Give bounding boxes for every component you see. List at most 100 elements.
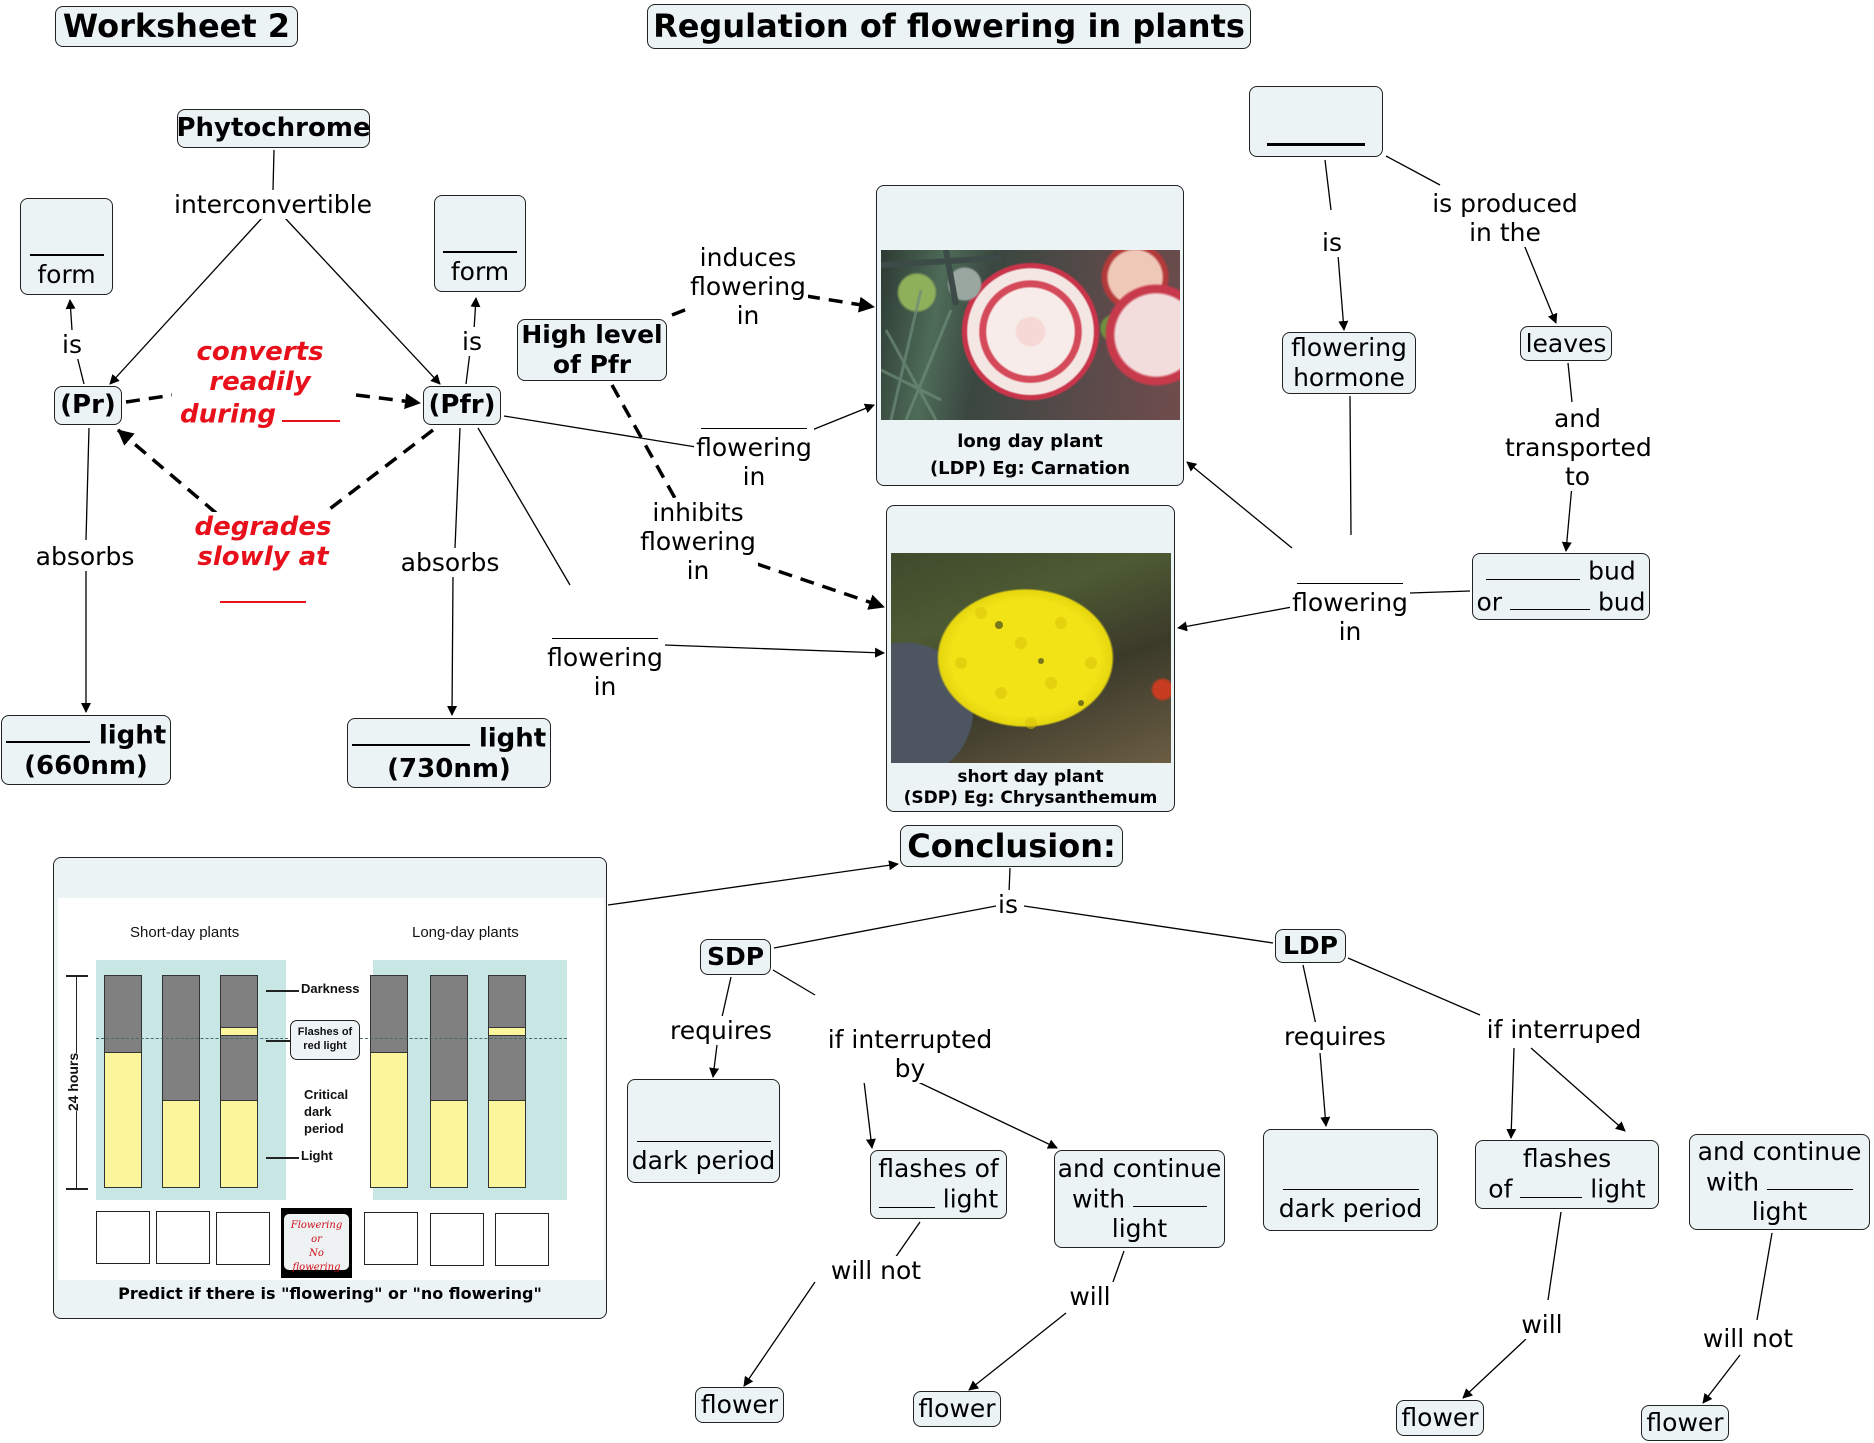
ldp-caption-line2: (LDP) Eg: Carnation	[929, 458, 1131, 479]
dashed-edge	[805, 294, 875, 313]
node-flowering-hormone[interactable]: flowering hormone	[1282, 332, 1416, 394]
link-flowering-in-ldp: flowering in	[694, 420, 814, 491]
link-if-interrupted-by: if interrupted by	[824, 1025, 996, 1083]
node-pr-text: (Pr)	[60, 389, 116, 420]
edge	[1530, 1047, 1626, 1132]
node-conclusion[interactable]: Conclusion:	[900, 825, 1123, 867]
node-pfr[interactable]: (Pfr)	[423, 386, 501, 425]
blank-line	[1486, 556, 1581, 580]
node-ldp-flower-2[interactable]: flower	[1641, 1405, 1729, 1441]
edge	[772, 969, 816, 996]
sdp-flashes-line2: light	[878, 1184, 999, 1215]
farred-light-suffix: light	[478, 723, 547, 753]
node-sdp-continue[interactable]: and continue with light	[1054, 1150, 1225, 1248]
node-form-left[interactable]: form	[20, 198, 113, 295]
inset-figure: Short-day plants Long-day plants 24 hour…	[58, 898, 604, 1280]
node-ldp-dark-period[interactable]: dark period	[1263, 1129, 1438, 1231]
sdp-continue-line3: light	[1111, 1214, 1168, 1244]
dashed-edge	[610, 384, 678, 501]
inset-short-day-title: Short-day plants	[130, 924, 240, 941]
edge	[1756, 1232, 1773, 1321]
link-is-pfr: is	[458, 327, 486, 356]
light-segment	[221, 1099, 257, 1187]
link-induces-flowering: induces flowering in	[688, 243, 808, 330]
link-if-interruped: if interruped	[1484, 1015, 1644, 1044]
bud-line1: bud	[1486, 556, 1636, 587]
node-sdp-dark-period[interactable]: dark period	[627, 1079, 780, 1183]
ldp-continue-line3: light	[1751, 1197, 1808, 1227]
blank-line	[443, 229, 517, 253]
node-sdp-flower-1-text: flower	[700, 1390, 779, 1419]
edge	[1702, 1354, 1741, 1404]
photoperiod-bar-long-day	[430, 975, 468, 1188]
node-sdp-flashes[interactable]: flashes of light	[870, 1150, 1007, 1219]
node-sdp-flower-2-text: flower	[918, 1394, 996, 1423]
link-is-conclusion: is	[996, 890, 1020, 919]
node-sdp-flower-2[interactable]: flower	[913, 1391, 1001, 1427]
farred-light-nm: (730nm)	[387, 754, 511, 785]
dashed-edge	[325, 428, 435, 513]
link-transported-to: and transported to	[1505, 404, 1652, 491]
prompt-line1: Flowering	[290, 1220, 343, 1231]
node-pfr-text: (Pfr)	[428, 389, 496, 420]
bud-line2-prefix: or	[1476, 587, 1503, 616]
node-leaves-text: leaves	[1525, 328, 1607, 358]
prediction-box-2[interactable]	[156, 1211, 210, 1264]
node-conclusion-text: Conclusion:	[907, 826, 1116, 865]
node-red-light[interactable]: light (660nm)	[1, 715, 171, 785]
node-blank-hormone[interactable]	[1249, 86, 1383, 157]
node-ldp-flower-2-text: flower	[1646, 1408, 1724, 1437]
node-leaves[interactable]: leaves	[1520, 326, 1612, 361]
prediction-box-6[interactable]	[495, 1213, 549, 1266]
node-sdp[interactable]: SDP	[700, 939, 771, 975]
bud-line1-suffix: bud	[1588, 556, 1636, 586]
link-absorbs-pfr: absorbs	[400, 548, 500, 577]
link-absorbs-pr: absorbs	[35, 542, 135, 571]
node-ldp[interactable]: LDP	[1275, 929, 1346, 963]
node-pr[interactable]: (Pr)	[54, 386, 122, 425]
node-high-level-pfr[interactable]: High level of Pfr	[517, 319, 667, 381]
photoperiod-bar-short-day	[104, 975, 142, 1188]
node-form-right-text: form	[450, 257, 510, 286]
node-ldp-flower-1[interactable]: flower	[1396, 1400, 1484, 1436]
link-degrades-slowly: degrades slowly at	[190, 512, 336, 611]
ldp-flashes-line2: of light	[1488, 1174, 1645, 1205]
blank-line	[878, 1184, 935, 1208]
red-light-suffix: light	[98, 720, 167, 750]
edge	[1349, 395, 1352, 536]
node-bud[interactable]: bud or bud	[1472, 553, 1650, 620]
prompt-line3: No flowering	[292, 1248, 341, 1273]
edge	[896, 1071, 1058, 1149]
blank-line	[636, 1119, 771, 1142]
link-interconvertible: interconvertible	[170, 190, 376, 219]
prediction-box-5[interactable]	[430, 1213, 484, 1266]
edge	[503, 415, 697, 448]
link-inhibits-flowering: inhibits flowering in	[638, 498, 758, 585]
red-flash-segment	[221, 1027, 257, 1037]
sdp-caption-line2: (SDP) Eg: Chrysanthemum	[903, 788, 1158, 808]
node-long-day-plant[interactable]: long day plant (LDP) Eg: Carnation	[876, 185, 1184, 486]
sdp-flashes-line2-suffix: light	[942, 1184, 999, 1214]
inset-footer: Predict if there is "flowering" or "no f…	[118, 1284, 542, 1303]
node-farred-light[interactable]: light (730nm)	[347, 718, 551, 788]
node-phytochrome[interactable]: Phytochrome	[176, 109, 371, 148]
prediction-box-4[interactable]	[364, 1212, 418, 1265]
blank-line	[701, 420, 807, 429]
node-ldp-flashes[interactable]: flashes of light	[1475, 1140, 1659, 1209]
node-ldp-continue[interactable]: and continue with light	[1689, 1134, 1870, 1230]
light-segment	[489, 1099, 525, 1187]
edge	[1547, 1211, 1562, 1301]
blank-line	[1282, 1167, 1419, 1190]
link-converts-readily: converts readily during	[172, 337, 348, 430]
edge	[1347, 957, 1481, 1016]
edge	[1567, 362, 1573, 403]
node-form-right[interactable]: form	[434, 195, 526, 292]
prediction-box-3[interactable]	[216, 1212, 270, 1265]
prediction-box-1[interactable]	[96, 1211, 150, 1264]
ldp-continue-line2: with	[1706, 1167, 1853, 1198]
node-sdp-flower-1[interactable]: flower	[695, 1387, 784, 1423]
photoperiod-inset: Short-day plants Long-day plants 24 hour…	[53, 857, 607, 1319]
chrysanthemum-petals-icon	[955, 607, 1097, 729]
node-short-day-plant[interactable]: short day plant (SDP) Eg: Chrysanthemum	[886, 505, 1175, 812]
node-ldp-flower-1-text: flower	[1401, 1403, 1479, 1432]
